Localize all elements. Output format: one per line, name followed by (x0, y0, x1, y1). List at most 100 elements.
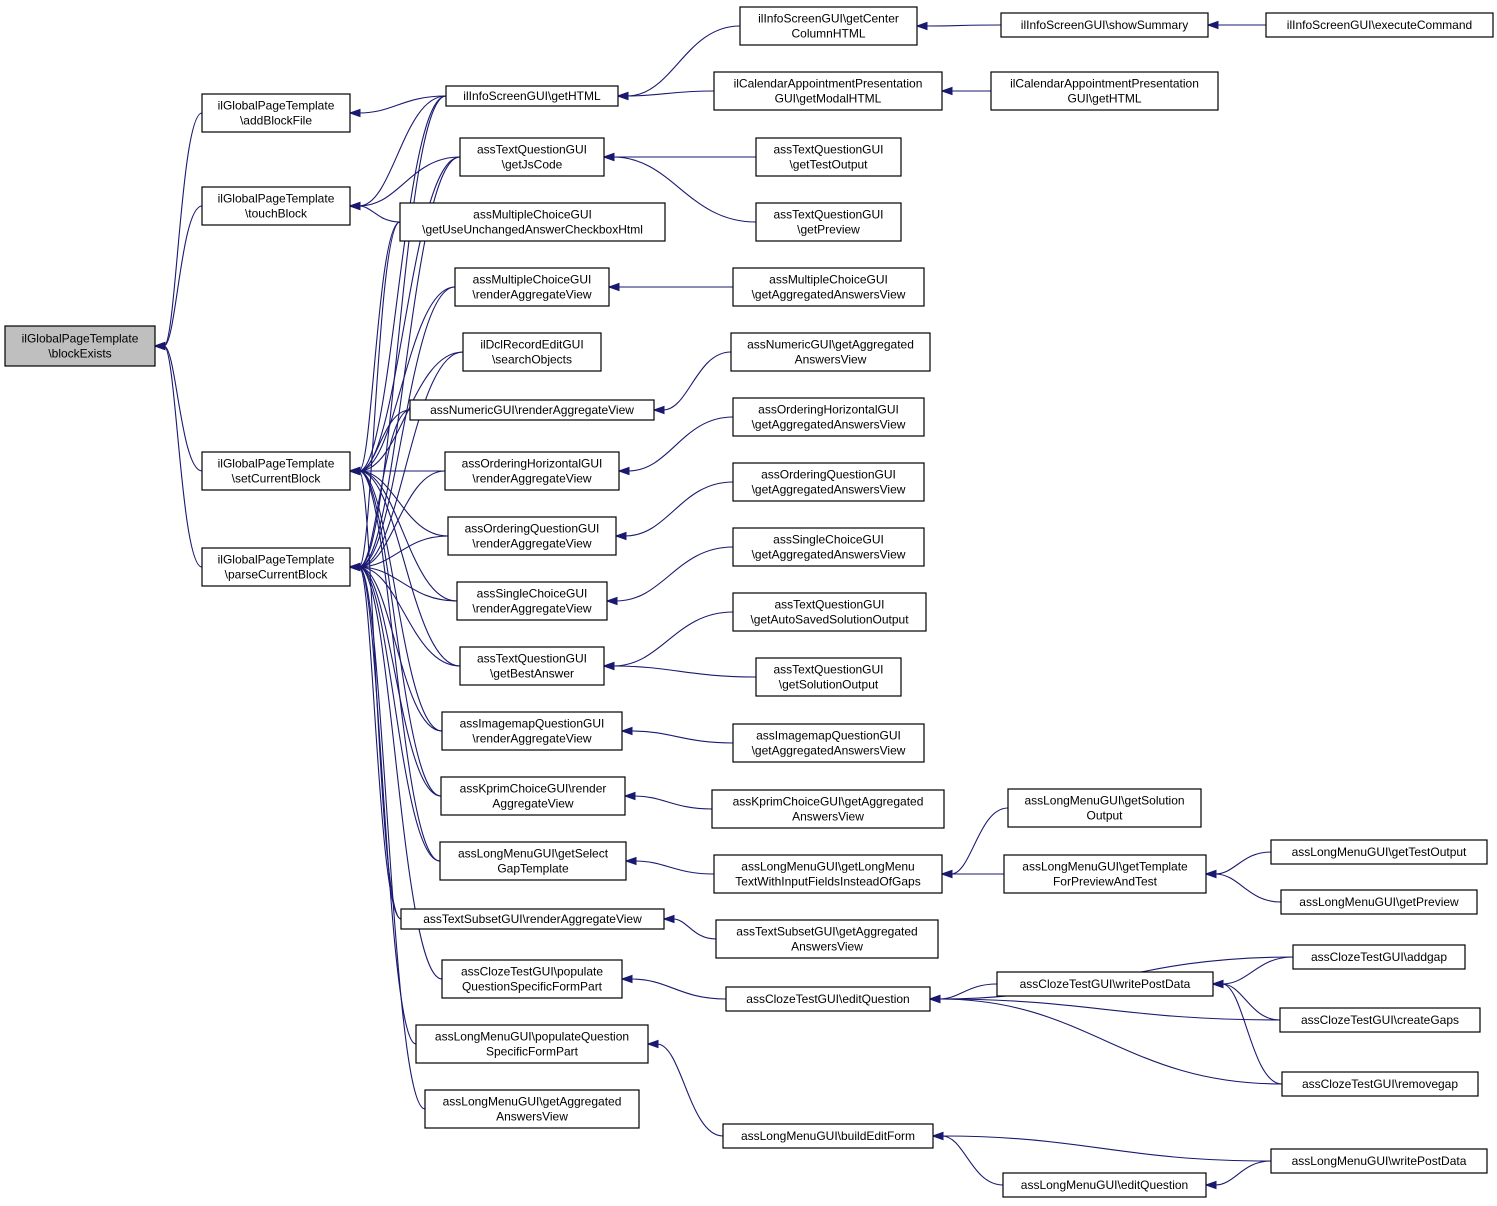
node-lmEditQ[interactable]: assLongMenuGUI\editQuestion (1002, 1172, 1207, 1198)
node-addBlockFile[interactable]: ilGlobalPageTemplate\addBlockFile (201, 93, 351, 133)
node-label-line: assSingleChoiceGUI (477, 587, 588, 601)
call-edge-tqSolution-to-tqBest (612, 665, 757, 678)
node-oqAgg[interactable]: assOrderingQuestionGUI\getAggregatedAnsw… (732, 462, 925, 502)
node-lmBuildEdit[interactable]: assLongMenuGUI\buildEditForm (722, 1123, 934, 1149)
arrowhead (616, 91, 629, 101)
node-dclSearch[interactable]: ilDclRecordEditGUI\searchObjects (462, 332, 602, 372)
node-label-line: \getTestOutput (789, 158, 868, 172)
node-czPopulate[interactable]: assClozeTestGUI\populateQuestionSpecific… (441, 959, 623, 999)
node-numAgg[interactable]: assNumericGUI\getAggregatedAnswersView (730, 332, 931, 372)
node-isExec[interactable]: ilInfoScreenGUI\executeCommand (1265, 12, 1494, 38)
arrowhead (652, 405, 665, 415)
node-label-line: assLongMenuGUI\getSolution (1024, 794, 1184, 808)
node-label-line: \getAggregatedAnswersView (752, 548, 906, 562)
node-label-line: \searchObjects (492, 353, 572, 367)
node-setCurrentBlock[interactable]: ilGlobalPageTemplate\setCurrentBlock (201, 451, 351, 491)
node-czWritePost[interactable]: assClozeTestGUI\writePostData (996, 971, 1214, 997)
arrowhead (602, 152, 615, 162)
node-oqRender[interactable]: assOrderingQuestionGUI\renderAggregateVi… (447, 516, 617, 556)
node-label-line: assClozeTestGUI\writePostData (1020, 977, 1191, 991)
call-edge-czWritePost-to-czEditQ (938, 983, 998, 1000)
call-edge-lmAggView-to-parseCurrentBlock (358, 566, 426, 1110)
node-label-line: assImagemapQuestionGUI (756, 729, 901, 743)
call-edge-czPopulate-to-parseCurrentBlock (358, 566, 443, 980)
node-ohRender[interactable]: assOrderingHorizontalGUI\renderAggregate… (444, 451, 620, 491)
node-label-line: assLongMenuGUI\buildEditForm (741, 1129, 915, 1143)
node-lmTestOut[interactable]: assLongMenuGUI\getTestOutput (1270, 839, 1488, 865)
node-parseCurrentBlock[interactable]: ilGlobalPageTemplate\parseCurrentBlock (201, 547, 351, 587)
node-czEditQ[interactable]: assClozeTestGUI\editQuestion (725, 986, 931, 1012)
node-numRender[interactable]: assNumericGUI\renderAggregateView (409, 399, 655, 421)
call-edge-parseCurrentBlock-to-root (163, 345, 203, 568)
node-label-line: ilDclRecordEditGUI (480, 338, 583, 352)
arrowhead (1211, 979, 1224, 989)
arrowhead (1204, 869, 1217, 879)
node-box (713, 854, 943, 894)
node-lmTemplate[interactable]: assLongMenuGUI\getTemplateForPreviewAndT… (1003, 854, 1207, 894)
call-edge-calModal-to-isGetHTML (626, 90, 715, 97)
node-isGetHTML[interactable]: ilInfoScreenGUI\getHTML (445, 85, 619, 107)
node-lmWritePost[interactable]: assLongMenuGUI\writePostData (1270, 1148, 1488, 1174)
arrowhead (940, 86, 953, 96)
edges (153, 20, 1294, 1190)
node-scRender[interactable]: assSingleChoiceGUI\renderAggregateView (456, 581, 608, 621)
node-tqSolution[interactable]: assTextQuestionGUI\getSolutionOutput (755, 657, 902, 697)
node-tqPreview[interactable]: assTextQuestionGUI\getPreview (755, 202, 902, 242)
node-tqAutoSaved[interactable]: assTextQuestionGUI\getAutoSavedSolutionO… (732, 592, 927, 632)
call-edge-czCreateGaps-to-czEditQ (938, 998, 1281, 1021)
node-root[interactable]: ilGlobalPageTemplate\blockExists (4, 325, 156, 367)
node-lmAggView[interactable]: assLongMenuGUI\getAggregatedAnswersView (424, 1089, 640, 1129)
nodes: ilGlobalPageTemplate\blockExists ilGlobal… (4, 6, 1494, 1198)
arrowhead (620, 726, 633, 736)
node-label-line: assOrderingHorizontalGUI (462, 457, 603, 471)
node-ohAgg[interactable]: assOrderingHorizontalGUI\getAggregatedAn… (732, 397, 925, 437)
node-label-line: assTextQuestionGUI (774, 598, 884, 612)
node-label-line: \blockExists (48, 347, 111, 361)
call-edge-dclSearch-to-parseCurrentBlock (358, 351, 464, 568)
node-mcAgg[interactable]: assMultipleChoiceGUI\getAggregatedAnswer… (732, 267, 925, 307)
call-edge-lmEditQ-to-lmBuildEdit (941, 1135, 1004, 1186)
node-tqBest[interactable]: assTextQuestionGUI\getBestAnswer (459, 646, 605, 686)
arrowhead (623, 791, 636, 801)
node-box (1292, 944, 1466, 970)
call-edge-czRemoveGap-to-czEditQ (938, 998, 1283, 1085)
node-tqJsCode[interactable]: assTextQuestionGUI\getJsCode (459, 137, 605, 177)
node-tsRender[interactable]: assTextSubsetGUI\renderAggregateView (400, 908, 665, 930)
node-lmPopulate[interactable]: assLongMenuGUI\populateQuestionSpecificF… (415, 1024, 649, 1064)
node-kpRender[interactable]: assKprimChoiceGUI\renderAggregateView (440, 776, 626, 816)
node-label-line: assLongMenuGUI\getTemplate (1022, 860, 1188, 874)
node-imAgg[interactable]: assImagemapQuestionGUI\getAggregatedAnsw… (732, 723, 925, 763)
call-edge-touchBlock-to-root (163, 205, 203, 347)
node-lmSolOut[interactable]: assLongMenuGUI\getSolutionOutput (1007, 788, 1202, 828)
call-edge-lmLongMenu-to-lmSelectGap (634, 860, 715, 875)
node-label-line: assLongMenuGUI\editQuestion (1021, 1178, 1188, 1192)
node-kpAgg[interactable]: assKprimChoiceGUI\getAggregatedAnswersVi… (711, 789, 945, 829)
node-box (732, 462, 925, 502)
node-box (1003, 854, 1207, 894)
node-tqTestOut[interactable]: assTextQuestionGUI\getTestOutput (755, 137, 902, 177)
node-czAddGap[interactable]: assClozeTestGUI\addgap (1292, 944, 1466, 970)
node-lmPreview[interactable]: assLongMenuGUI\getPreview (1280, 889, 1478, 915)
node-czRemoveGap[interactable]: assClozeTestGUI\removegap (1281, 1071, 1479, 1097)
node-box (732, 723, 925, 763)
arrowhead (614, 531, 627, 541)
node-calModal[interactable]: ilCalendarAppointmentPresentationGUI\get… (713, 71, 943, 111)
call-edge-tqJsCode-to-touchBlock (358, 156, 461, 207)
node-lmLongMenu[interactable]: assLongMenuGUI\getLongMenuTextWithInputF… (713, 854, 943, 894)
node-tsAgg[interactable]: assTextSubsetGUI\getAggregatedAnswersVie… (715, 919, 939, 959)
node-calHTML[interactable]: ilCalendarAppointmentPresentationGUI\get… (990, 71, 1219, 111)
node-imRender[interactable]: assImagemapQuestionGUI\renderAggregateVi… (441, 711, 623, 751)
node-label-line: \touchBlock (245, 207, 308, 221)
call-edge-lmSolOut-to-lmLongMenu (950, 807, 1009, 875)
call-edge-isGetHTML-to-setCurrentBlock (358, 95, 447, 472)
node-touchBlock[interactable]: ilGlobalPageTemplate\touchBlock (201, 186, 351, 226)
node-mcUnchanged[interactable]: assMultipleChoiceGUI\getUseUnchangedAnsw… (399, 202, 666, 242)
node-scAgg[interactable]: assSingleChoiceGUI\getAggregatedAnswersV… (732, 527, 925, 567)
node-label-line: assLongMenuGUI\getAggregated (443, 1095, 622, 1109)
node-isSummary[interactable]: ilInfoScreenGUI\showSummary (1000, 12, 1209, 38)
node-box (713, 71, 943, 111)
node-czCreateGaps[interactable]: assClozeTestGUI\createGaps (1279, 1007, 1481, 1033)
node-mcRender[interactable]: assMultipleChoiceGUI\renderAggregateView (454, 267, 610, 307)
